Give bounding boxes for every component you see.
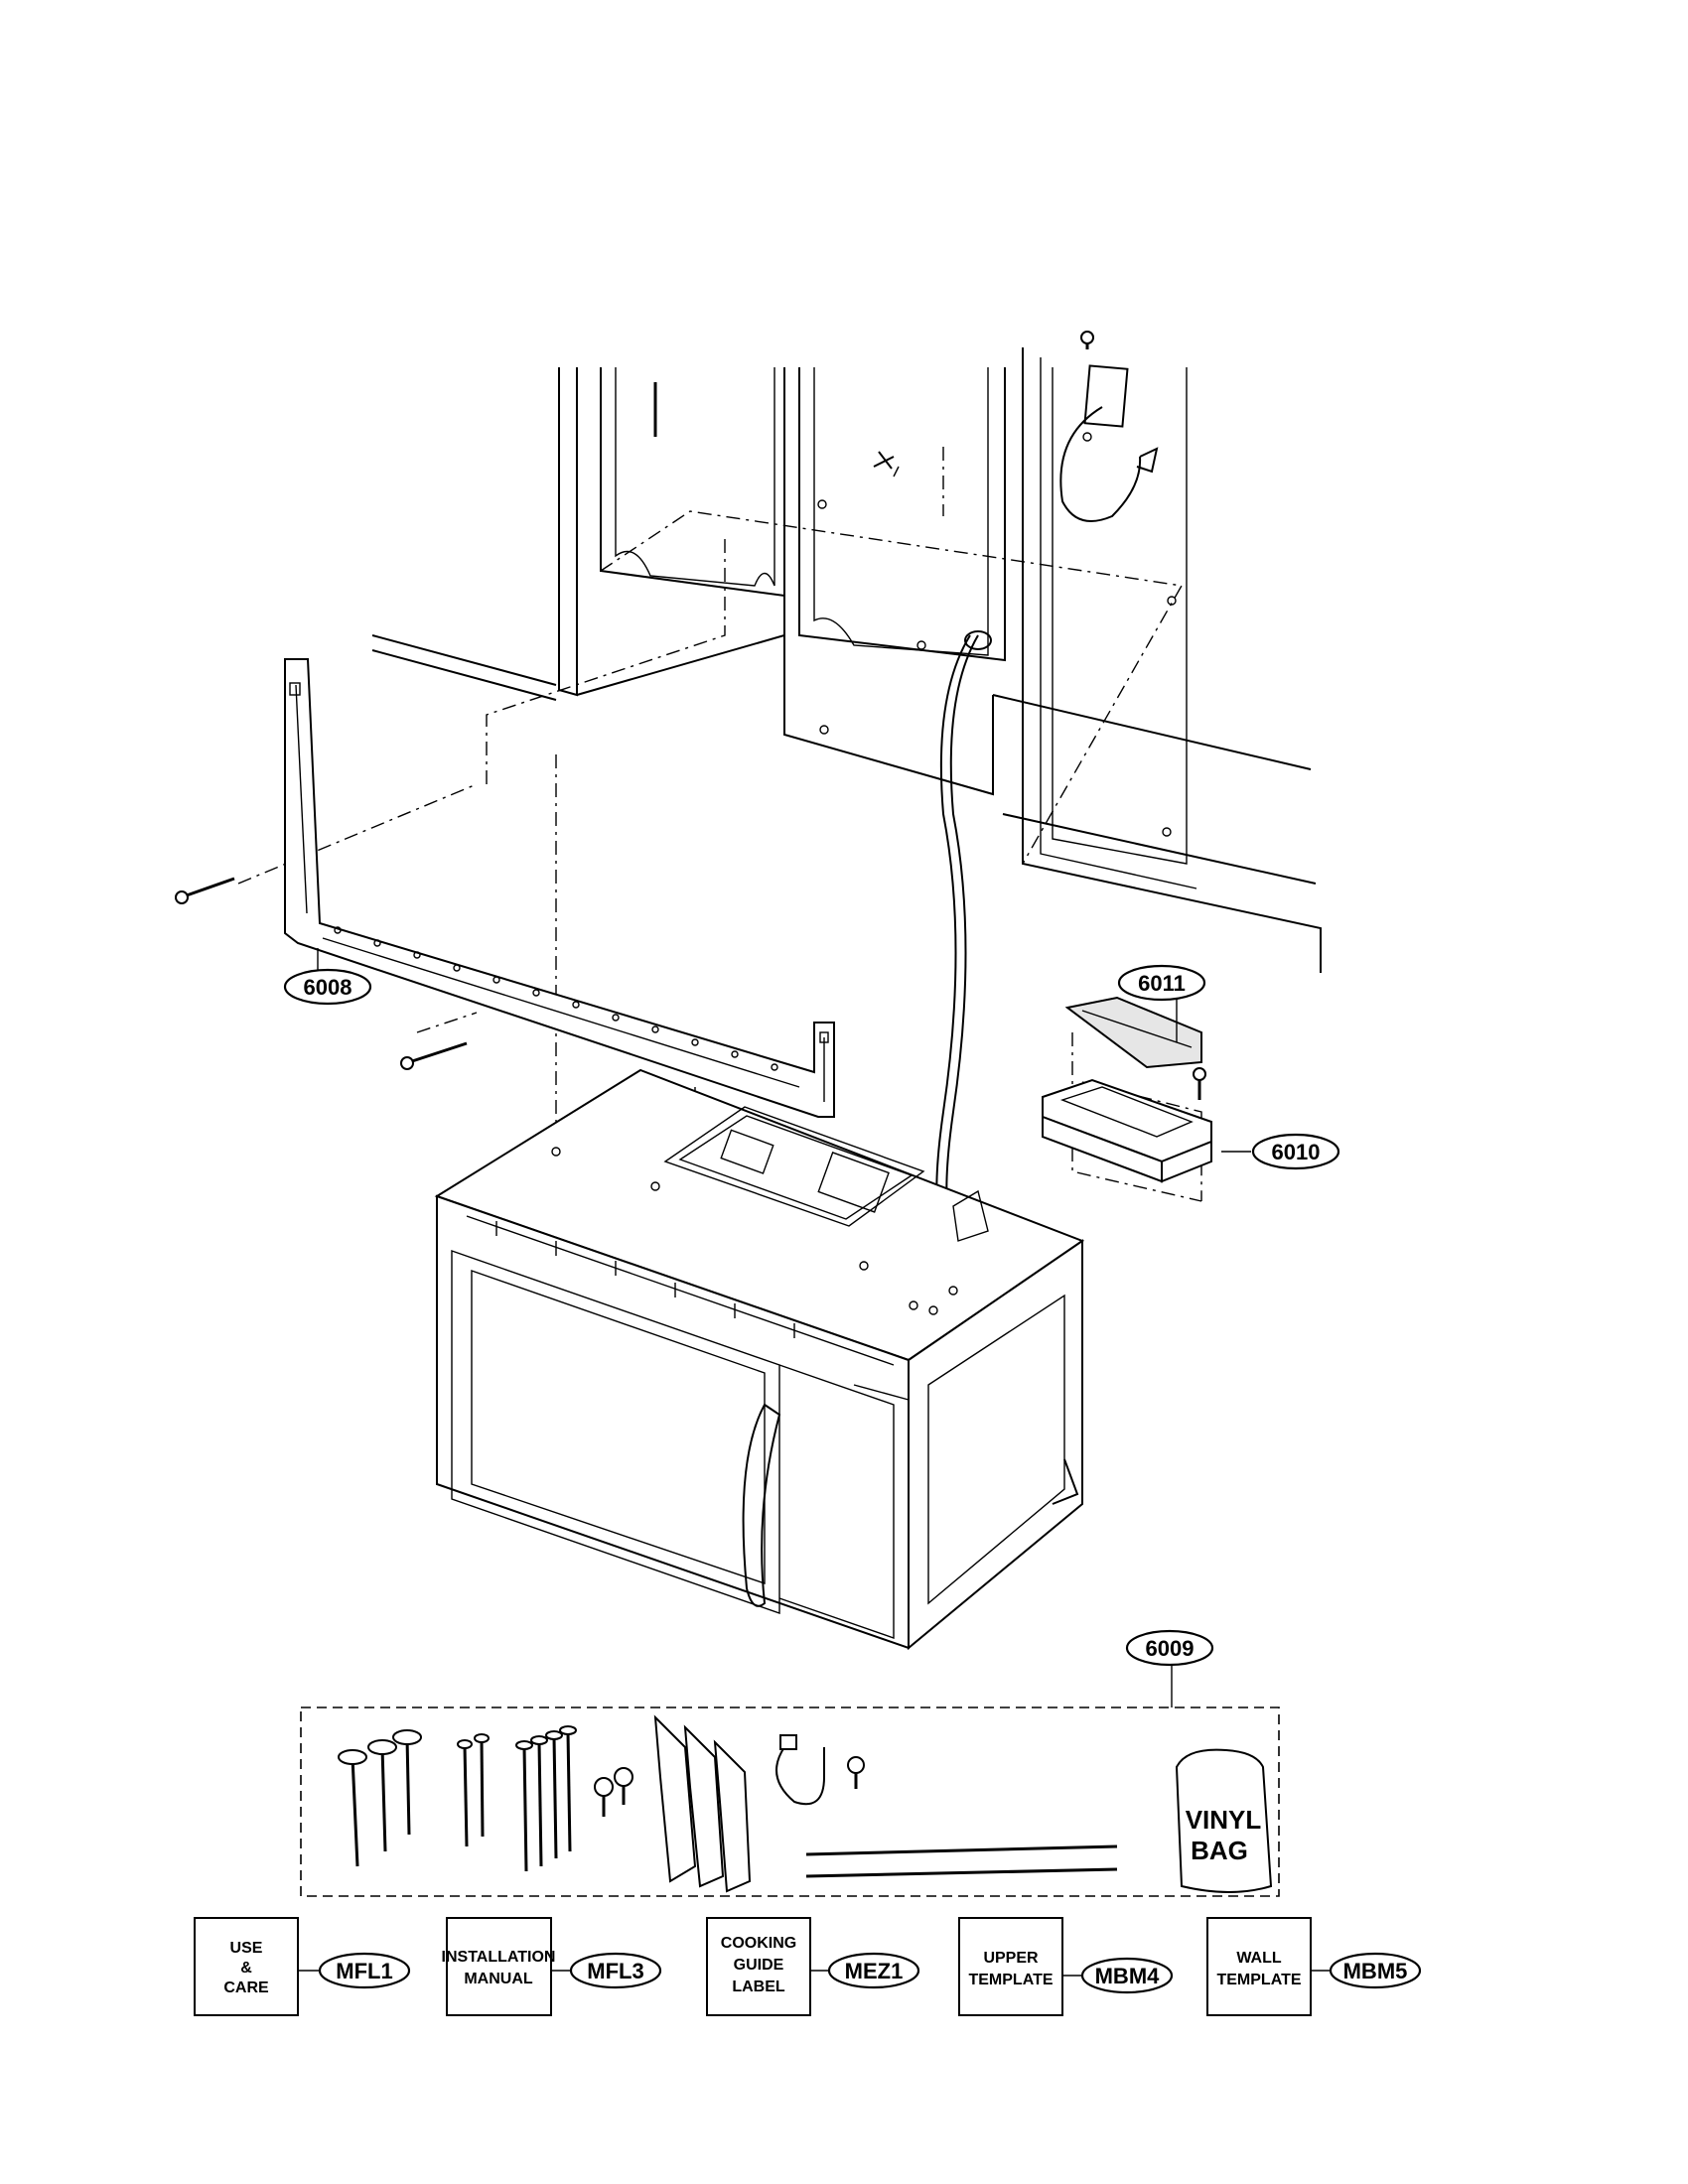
doc-use-and-care: USE & CARE MFL1 xyxy=(194,1917,411,2016)
svg-text:UPPER: UPPER xyxy=(983,1950,1039,1967)
exhaust-damper-cover xyxy=(1064,996,1206,1100)
exhaust-damper-box xyxy=(1042,1078,1212,1183)
vinyl-bag-label-line1: VINYL xyxy=(1186,1805,1262,1835)
svg-text:USE: USE xyxy=(230,1940,263,1957)
toggle-wings xyxy=(653,1714,752,1893)
doc-installation-manual: INSTALLATION MANUAL MFL3 xyxy=(442,1917,662,2016)
callout-6008: 6008 xyxy=(283,968,372,1006)
power-cord xyxy=(945,634,979,1217)
mounting-screws xyxy=(338,1729,422,1867)
microwave-oven xyxy=(434,1068,1085,1651)
svg-text:CARE: CARE xyxy=(223,1979,269,1996)
svg-text:6011: 6011 xyxy=(1138,971,1186,996)
vinyl-bag-label-line2: BAG xyxy=(1191,1836,1248,1865)
svg-text:WALL: WALL xyxy=(1236,1950,1282,1967)
hardware-kit: VINYL BAG xyxy=(300,1706,1280,1897)
svg-text:6010: 6010 xyxy=(1272,1140,1321,1164)
callout-6011: 6011 xyxy=(1117,964,1206,1002)
doc-wall-template: WALL TEMPLATE MBM5 xyxy=(1206,1917,1422,2016)
callout-6009: 6009 xyxy=(1125,1629,1214,1667)
doc-cooking-guide-label: COOKING GUIDE LABEL MEZ1 xyxy=(706,1917,920,2016)
svg-text:6008: 6008 xyxy=(304,975,352,1000)
upper-cabinets xyxy=(371,331,1322,973)
svg-text:6009: 6009 xyxy=(1146,1636,1195,1661)
svg-text:&: & xyxy=(240,1960,252,1977)
svg-text:TEMPLATE: TEMPLATE xyxy=(1216,1972,1301,1988)
svg-text:MEZ1: MEZ1 xyxy=(845,1959,904,1983)
toggle-bolts xyxy=(515,1725,577,1872)
svg-text:MANUAL: MANUAL xyxy=(464,1971,533,1987)
svg-text:MFL3: MFL3 xyxy=(587,1959,643,1983)
plate-holes xyxy=(334,926,778,1071)
svg-text:TEMPLATE: TEMPLATE xyxy=(968,1972,1053,1988)
svg-text:INSTALLATION: INSTALLATION xyxy=(442,1949,556,1966)
svg-text:GUIDE: GUIDE xyxy=(734,1957,784,1974)
wall-plate xyxy=(175,658,835,1118)
svg-text:COOKING: COOKING xyxy=(721,1935,796,1952)
svg-text:MFL1: MFL1 xyxy=(336,1959,392,1983)
svg-text:LABEL: LABEL xyxy=(732,1979,785,1995)
doc-upper-template: UPPER TEMPLATE MBM4 xyxy=(958,1917,1174,2016)
callout-6010: 6010 xyxy=(1251,1133,1340,1170)
vinyl-bag xyxy=(1175,1748,1273,1893)
svg-text:MBM5: MBM5 xyxy=(1343,1959,1408,1983)
svg-text:MBM4: MBM4 xyxy=(1095,1964,1161,1988)
wood-screws xyxy=(457,1733,490,1847)
